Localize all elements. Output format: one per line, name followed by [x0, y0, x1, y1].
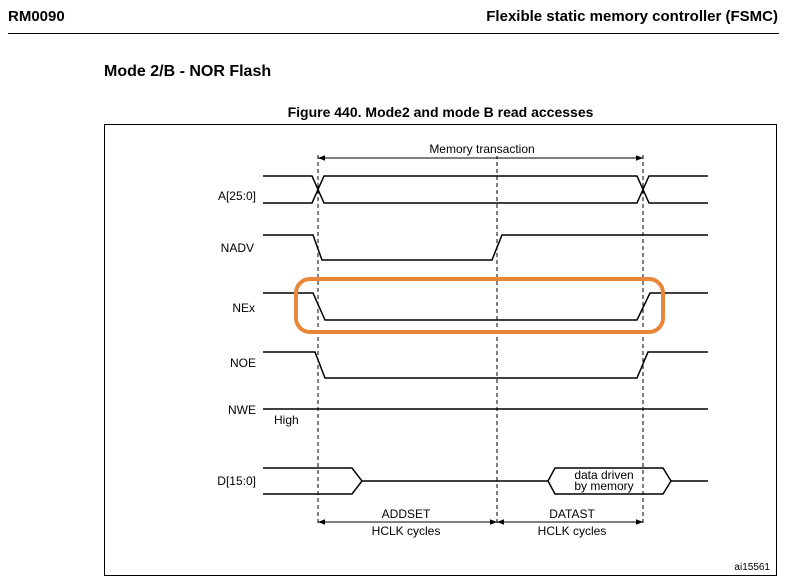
signal-label-data: D[15:0]	[217, 474, 256, 488]
document-id: RM0090	[8, 8, 65, 25]
signal-label-nadv: NADV	[221, 241, 254, 255]
waveform-addr	[263, 175, 708, 204]
figure-id: ai15561	[734, 562, 770, 573]
waveform-nex	[263, 292, 708, 321]
document-title: Flexible static memory controller (FSMC)	[486, 8, 778, 25]
waveform-nadv	[263, 234, 642, 261]
waveforms	[263, 175, 708, 495]
addset-cycles-label: HCLK cycles	[372, 524, 441, 538]
header-rule	[8, 33, 779, 34]
transaction-label-bg	[418, 141, 546, 156]
signal-label-noe: NOE	[230, 356, 256, 370]
datast-cycles-label: HCLK cycles	[538, 524, 607, 538]
datast-label: DATAST	[549, 507, 595, 521]
reference-lines	[317, 155, 644, 525]
addset-label: ADDSET	[382, 507, 431, 521]
nex-highlight-box	[294, 277, 665, 334]
section-title: Mode 2/B - NOR Flash	[104, 63, 272, 80]
waveform-data	[263, 467, 708, 495]
figure-caption: Figure 440. Mode2 and mode B read access…	[287, 104, 594, 120]
nwe-state-label: High	[274, 413, 299, 427]
diagram-frame	[104, 124, 777, 576]
by-memory-label: by memory	[574, 479, 633, 493]
transaction-label: Memory transaction	[429, 142, 534, 156]
signal-label-nex: NEx	[232, 301, 255, 315]
data-driven-label: data driven	[574, 468, 633, 482]
waveform-noe	[263, 351, 708, 379]
signal-label-nwe: NWE	[228, 403, 256, 417]
signal-label-addr: A[25:0]	[218, 189, 256, 203]
